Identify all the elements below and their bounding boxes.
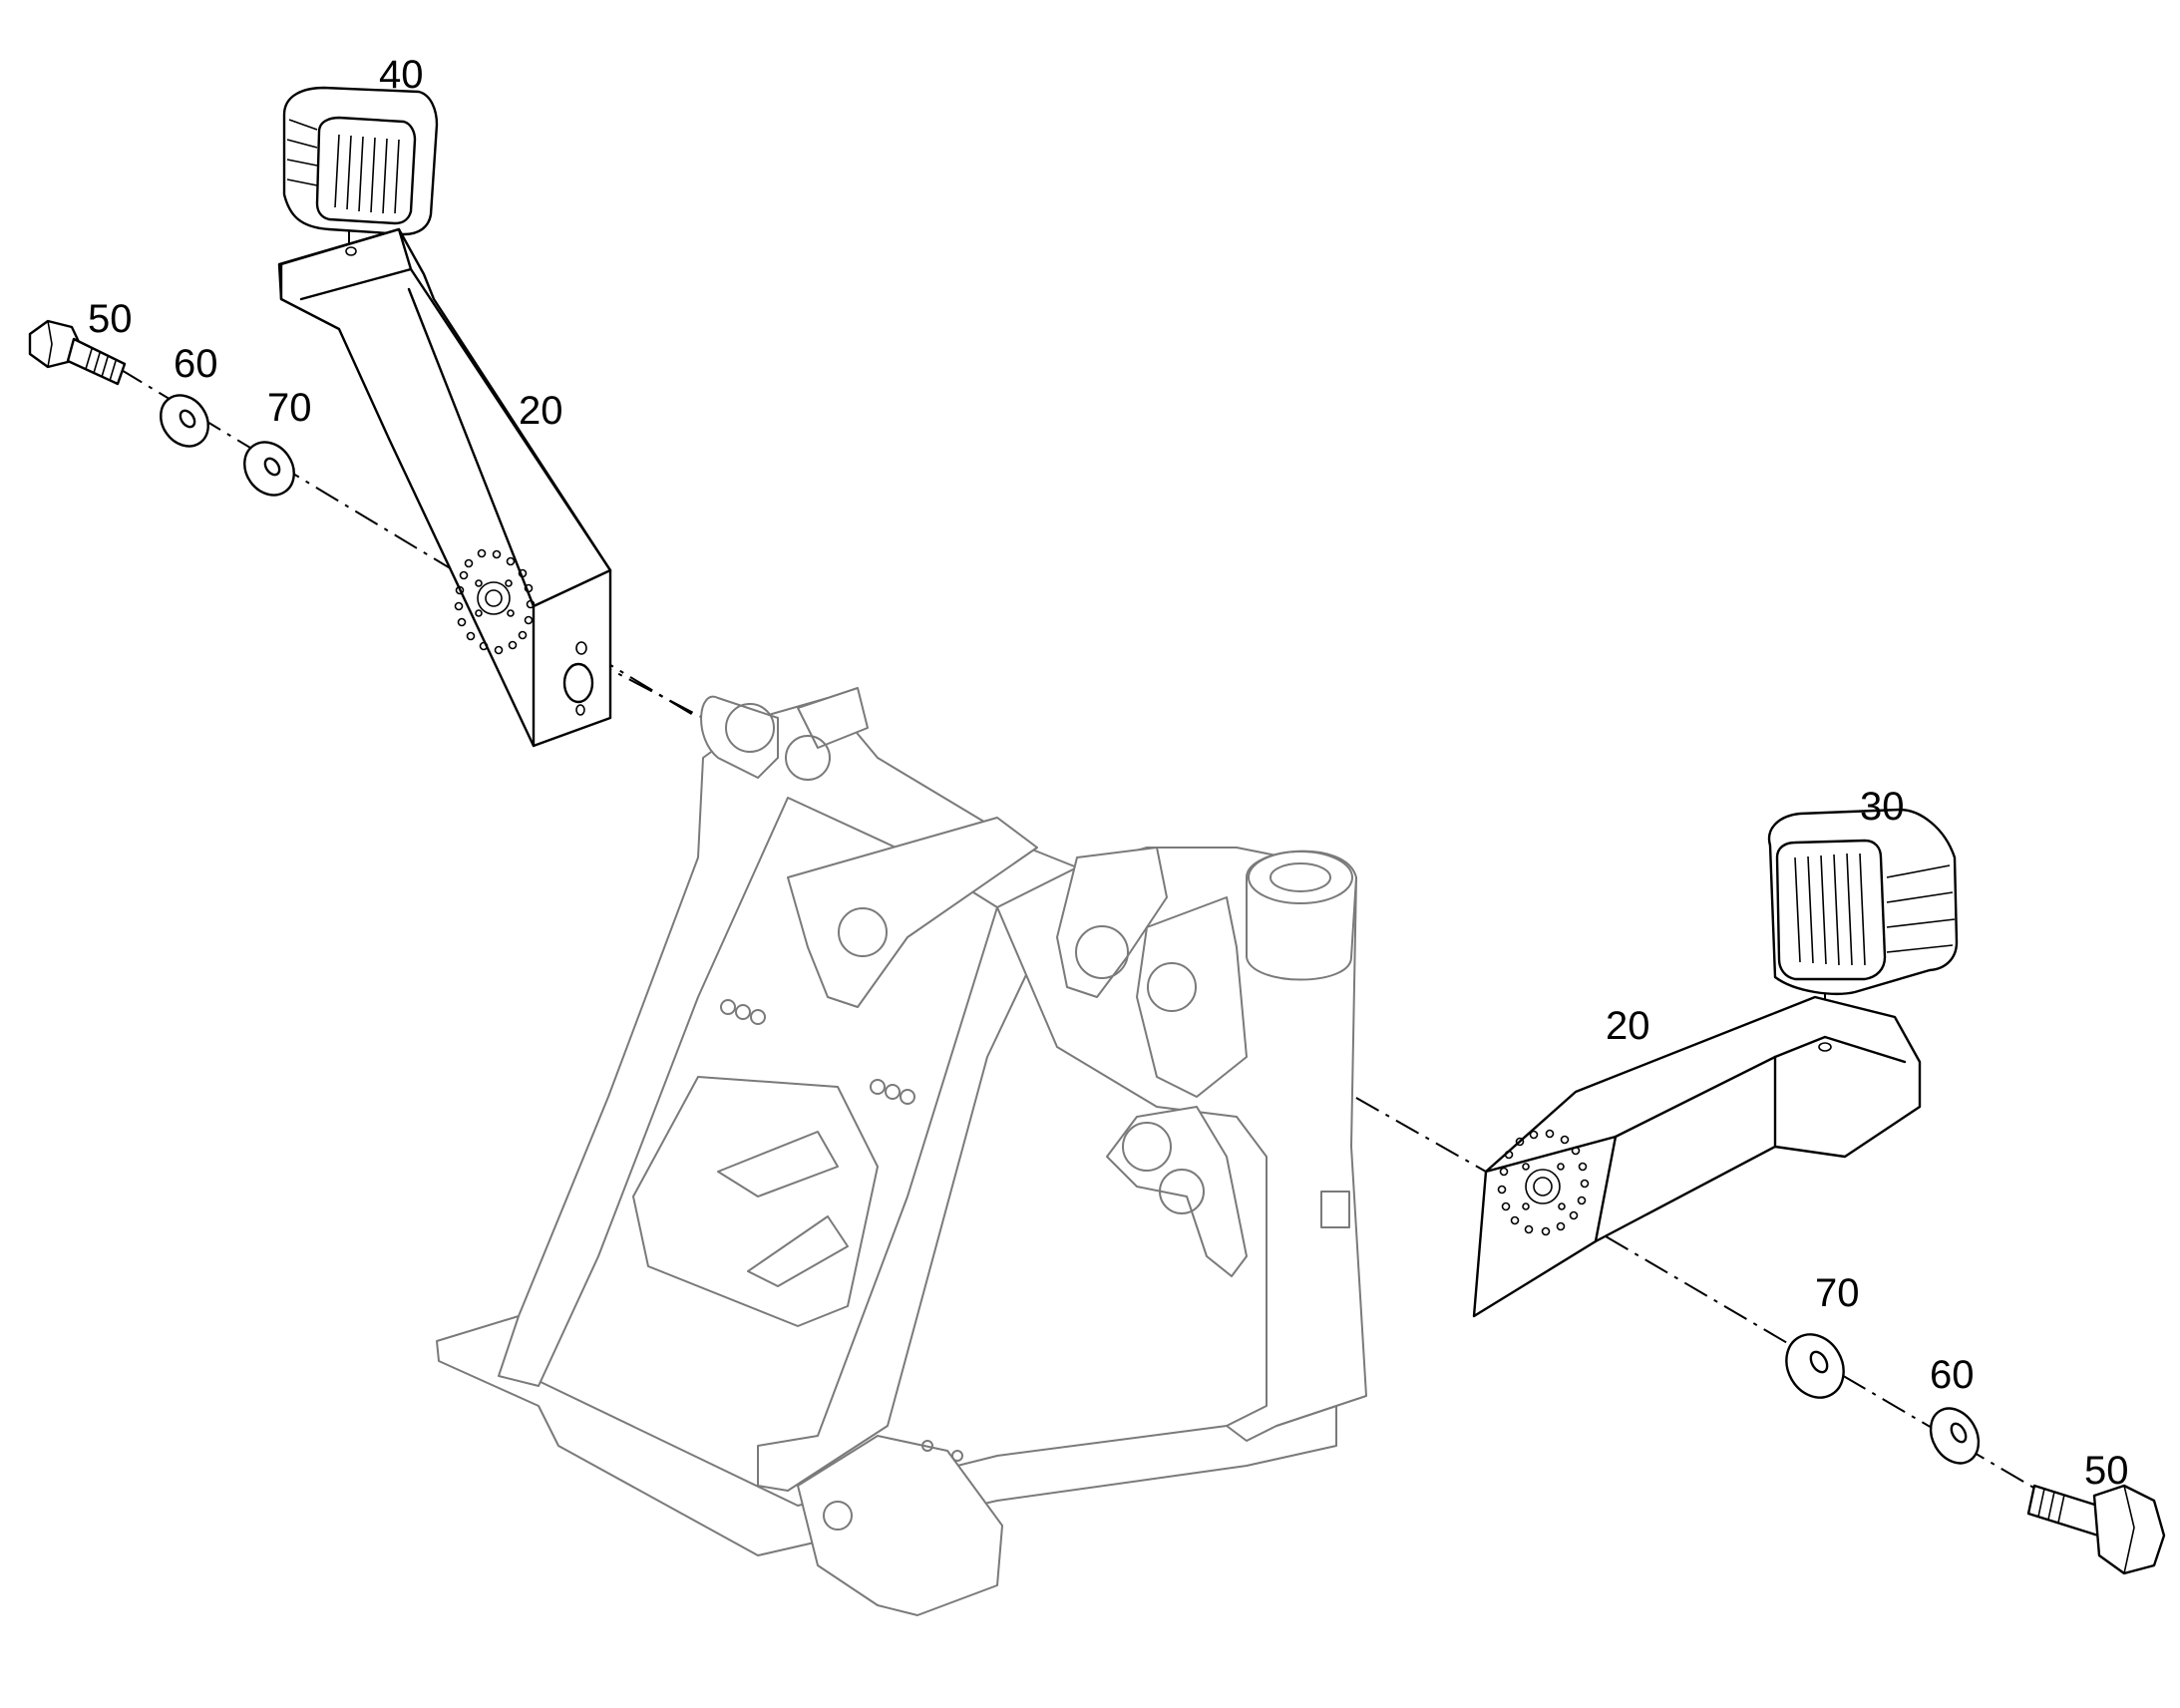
callout-60-right: 60 [1930,1353,1975,1397]
callout-60-left: 60 [174,342,218,386]
callout-50-right: 50 [2084,1449,2129,1493]
chassis-frame [436,687,1367,1616]
callout-40: 40 [379,53,424,97]
callout-20-left: 20 [519,389,563,433]
callout-50-left: 50 [88,297,133,341]
callout-70-right: 70 [1815,1271,1860,1315]
washer-left-70 [243,441,295,497]
bolt-left [28,319,127,386]
washer-left-60 [160,394,209,448]
lamp-bracket-left [277,227,612,748]
callout-30: 30 [1860,785,1905,829]
callout-70-left: 70 [267,386,312,430]
washer-right-60 [1929,1407,1981,1465]
lamp-bracket-right [1472,995,1922,1318]
callout-labels: 40 50 60 70 20 30 20 70 60 50 [88,53,2129,1493]
washer-right-70 [1785,1333,1845,1399]
bracket-right-hole-pattern [1497,1129,1590,1236]
callout-20-right: 20 [1606,1004,1650,1048]
work-lamp-right [1767,808,1959,996]
bracket-left-hole-pattern [454,548,536,655]
bolt-right [2026,1484,2166,1575]
work-lamp-top-left [282,86,439,236]
